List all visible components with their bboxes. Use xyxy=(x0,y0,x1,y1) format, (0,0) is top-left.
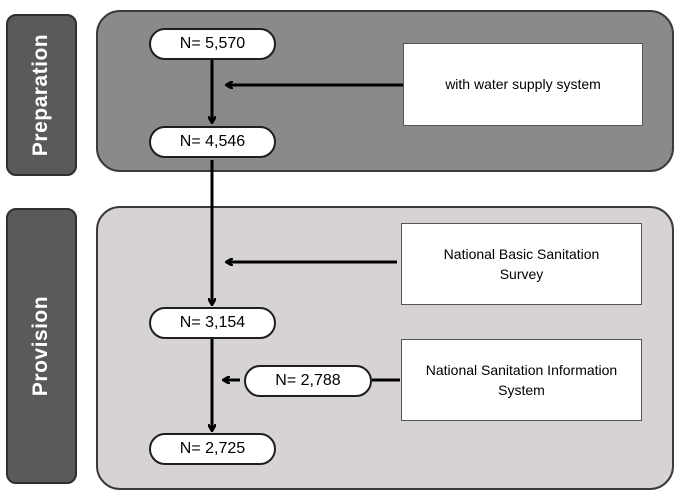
source-water-supply: with water supply system xyxy=(403,43,643,126)
source-basic-sanitation-survey: National Basic Sanitation Survey xyxy=(401,223,642,305)
provision-stage-label: Provision xyxy=(6,208,77,484)
count-pill-5570: N= 5,570 xyxy=(149,28,276,60)
provision-label-text: Provision xyxy=(29,295,53,397)
preparation-label-text: Preparation xyxy=(29,33,53,157)
count-pill-4546: N= 4,546 xyxy=(149,126,276,158)
count-pill-3154: N= 3,154 xyxy=(149,307,276,339)
source-sanitation-information-system: National Sanitation Information System xyxy=(401,339,642,421)
count-pill-2725: N= 2,725 xyxy=(149,433,276,465)
preparation-stage-label: Preparation xyxy=(6,14,77,176)
count-pill-2788: N= 2,788 xyxy=(244,365,372,397)
